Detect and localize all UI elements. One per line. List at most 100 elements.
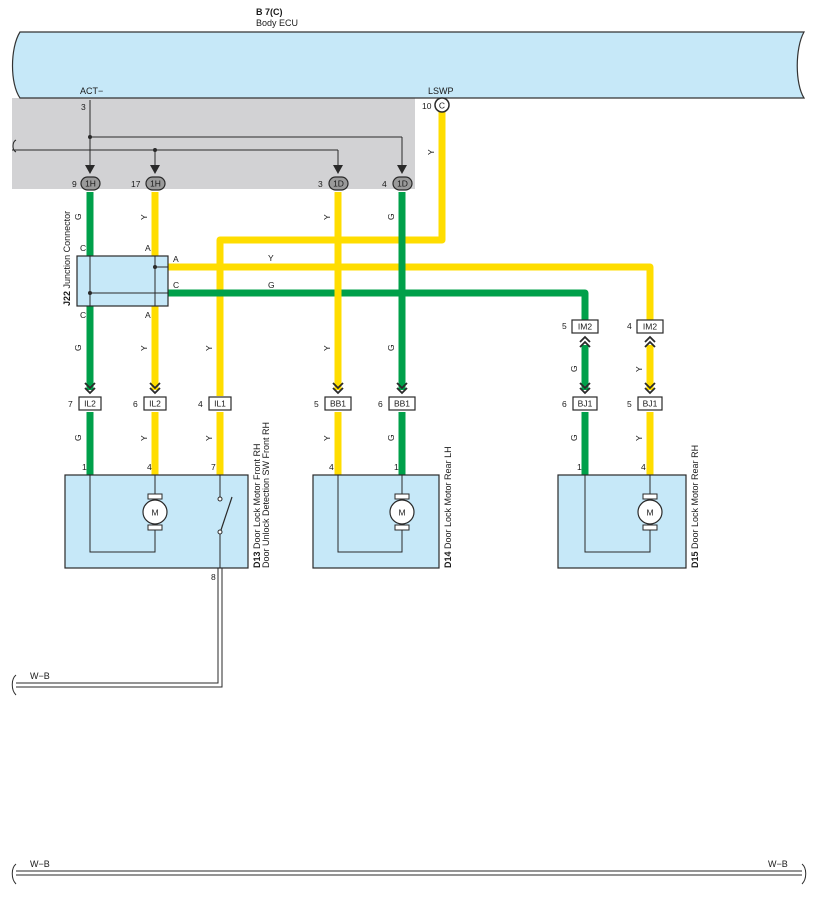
svg-text:BB1: BB1 <box>394 399 410 409</box>
svg-text:5: 5 <box>314 399 319 409</box>
ecu-name: Body ECU <box>256 18 298 28</box>
wb-label-bottom-left: W−B <box>30 859 50 869</box>
svg-text:G: G <box>386 344 396 351</box>
ecu-code: B 7(C) <box>256 7 283 17</box>
svg-text:Y: Y <box>322 435 332 441</box>
svg-text:4: 4 <box>382 179 387 189</box>
svg-text:Y: Y <box>204 435 214 441</box>
svg-text:Y: Y <box>426 149 436 155</box>
d13-pin-7: 7 <box>211 462 216 472</box>
svg-text:Y: Y <box>322 214 332 220</box>
harness-shade <box>12 98 415 189</box>
j22-name: J22 Junction Connector <box>62 211 72 306</box>
ecu-lswp-pin-number: 10 <box>422 101 432 111</box>
svg-text:5: 5 <box>562 321 567 331</box>
svg-text:1H: 1H <box>85 179 96 189</box>
d13-pin-1: 1 <box>82 462 87 472</box>
svg-text:1D: 1D <box>333 179 344 189</box>
j22-pin-a-right: A <box>173 254 179 264</box>
svg-text:1H: 1H <box>150 179 161 189</box>
d14-label: D14 Door Lock Motor Rear LH <box>443 446 453 568</box>
d13-label: D13 Door Lock Motor Front RH <box>252 443 262 568</box>
gray-connector-1d-3: 3 1D <box>318 176 349 191</box>
connector-bj1-6: 6 BJ1 <box>562 396 598 411</box>
svg-text:G: G <box>268 280 275 290</box>
splice-dot <box>88 135 92 139</box>
j22-pin-c-bottom: C <box>80 310 86 320</box>
svg-text:9: 9 <box>72 179 77 189</box>
ecu-body-bar <box>11 31 806 99</box>
svg-text:G: G <box>73 213 83 220</box>
connector-il2-7: 7 IL2 <box>68 396 102 411</box>
svg-text:IL2: IL2 <box>149 399 161 409</box>
ecu-pin-lswp: LSWP <box>428 86 454 96</box>
j22-pin-c-top: C <box>80 243 86 253</box>
j22-pin-a-top: A <box>145 243 151 253</box>
d13-label-line2: Door Unlock Detection SW Front RH <box>261 422 271 568</box>
chevron-up-icons <box>579 335 656 348</box>
svg-text:BJ1: BJ1 <box>643 399 658 409</box>
svg-text:Y: Y <box>322 345 332 351</box>
wire-y-lswp <box>216 112 446 396</box>
svg-text:G: G <box>73 344 83 351</box>
svg-text:7: 7 <box>68 399 73 409</box>
svg-text:IM2: IM2 <box>643 322 657 332</box>
motor-icon: M <box>151 508 158 518</box>
svg-text:IM2: IM2 <box>578 322 592 332</box>
wire-y-j22-a <box>168 263 654 320</box>
d15-pin-1: 1 <box>577 462 582 472</box>
motor-icon: M <box>646 508 653 518</box>
d14-pin-1: 1 <box>394 462 399 472</box>
ecu-act-pin-number: 3 <box>81 102 86 112</box>
gray-connector-1h-9: 9 1H <box>72 176 101 191</box>
wb-label-bottom-right: W−B <box>768 859 788 869</box>
svg-text:4: 4 <box>627 321 632 331</box>
svg-text:IL2: IL2 <box>84 399 96 409</box>
svg-text:G: G <box>386 213 396 220</box>
svg-text:BB1: BB1 <box>330 399 346 409</box>
wire-wb-bottom-bus <box>11 863 807 885</box>
gray-connector-1h-17: 17 1H <box>131 176 166 191</box>
svg-text:BJ1: BJ1 <box>578 399 593 409</box>
d14-pin-4: 4 <box>329 462 334 472</box>
wb-label-left: W−B <box>30 671 50 681</box>
svg-text:17: 17 <box>131 179 141 189</box>
ecu-pin-act: ACT− <box>80 86 103 96</box>
d13-pin-4: 4 <box>147 462 152 472</box>
d15-pin-4: 4 <box>641 462 646 472</box>
component-d14: M <box>312 474 440 569</box>
svg-text:G: G <box>569 365 579 372</box>
connector-arrows <box>85 165 407 174</box>
svg-text:C: C <box>439 101 445 111</box>
wire-wb-ground <box>11 568 223 696</box>
svg-text:Y: Y <box>634 435 644 441</box>
connector-il1-4: 4 IL1 <box>198 396 232 411</box>
svg-text:Y: Y <box>204 345 214 351</box>
chevron-down-icons <box>84 382 656 395</box>
connector-bb1-6: 6 BB1 <box>378 396 416 411</box>
svg-text:6: 6 <box>133 399 138 409</box>
svg-text:1D: 1D <box>397 179 408 189</box>
svg-text:6: 6 <box>378 399 383 409</box>
act-signal-lines <box>12 100 403 170</box>
svg-text:6: 6 <box>562 399 567 409</box>
junction-connector-j22 <box>76 255 169 307</box>
svg-text:G: G <box>73 434 83 441</box>
svg-text:Y: Y <box>139 214 149 220</box>
j22-pin-a-bottom: A <box>145 310 151 320</box>
svg-text:IL1: IL1 <box>214 399 226 409</box>
svg-text:Y: Y <box>139 345 149 351</box>
gray-connector-1d-4: 4 1D <box>382 176 413 191</box>
connector-bb1-5: 5 BB1 <box>314 396 352 411</box>
svg-text:5: 5 <box>627 399 632 409</box>
component-d15: M <box>557 474 687 569</box>
svg-text:G: G <box>569 434 579 441</box>
svg-text:Y: Y <box>268 253 274 263</box>
connector-im2-4: 4 IM2 <box>627 319 664 334</box>
splice-dot <box>153 148 157 152</box>
ecu-lswp-connector: C <box>434 97 450 113</box>
svg-text:Y: Y <box>139 435 149 441</box>
motor-icon: M <box>398 508 405 518</box>
wire-g-j22-c <box>168 289 589 320</box>
